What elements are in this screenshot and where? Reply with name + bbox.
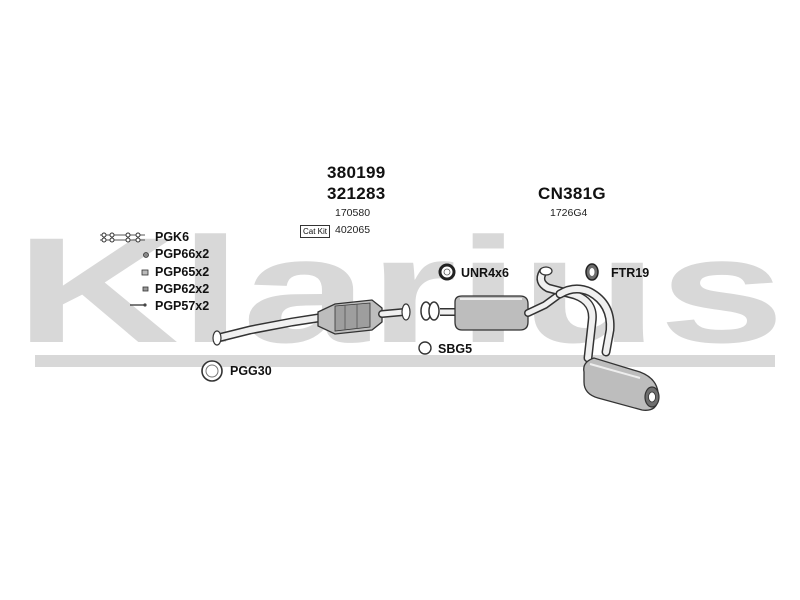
clamp-ring-icon	[420, 301, 440, 321]
center-silencer-icon	[440, 290, 564, 331]
part-label-ftr19: FTR19	[611, 266, 650, 280]
part-label-pgp62: PGP62x2	[155, 282, 210, 296]
rubber-mount-icon	[438, 263, 456, 281]
pgp57-icon	[130, 303, 147, 307]
pgp66-icon	[143, 252, 149, 258]
part-label-pgp65: PGP65x2	[155, 265, 210, 279]
part-label-pgg30: PGG30	[230, 364, 272, 378]
part-code-380199: 380199	[327, 163, 386, 182]
part-code-321283: 321283	[327, 184, 386, 203]
part-code-402065: 402065	[335, 224, 371, 236]
part-code-170580: 170580	[335, 207, 371, 219]
bolt-kit-icon	[100, 232, 145, 243]
part-label-pgk6: PGK6	[155, 230, 190, 244]
pgp65-icon	[141, 269, 149, 276]
rear-silencer-icon	[583, 357, 660, 411]
part-code-cn381g: CN381G	[538, 184, 606, 203]
front-pipe	[212, 313, 323, 346]
gasket-ring-icon	[201, 360, 223, 382]
part-code-1726g4: 1726G4	[550, 207, 588, 219]
ftr19-mount-icon	[585, 263, 599, 281]
sbg5-clamp-icon	[418, 341, 432, 355]
catalytic-converter-icon	[317, 299, 411, 335]
pgp62-icon	[142, 286, 149, 292]
part-label-pgp57: PGP57x2	[155, 299, 210, 313]
part-label-pgp66: PGP66x2	[155, 247, 210, 261]
part-label-sbg5: SBG5	[438, 342, 473, 356]
rear-pipe	[536, 266, 615, 363]
part-label-unr4x6: UNR4x6	[461, 266, 509, 280]
catkit-badge: Cat Kit	[300, 225, 331, 238]
